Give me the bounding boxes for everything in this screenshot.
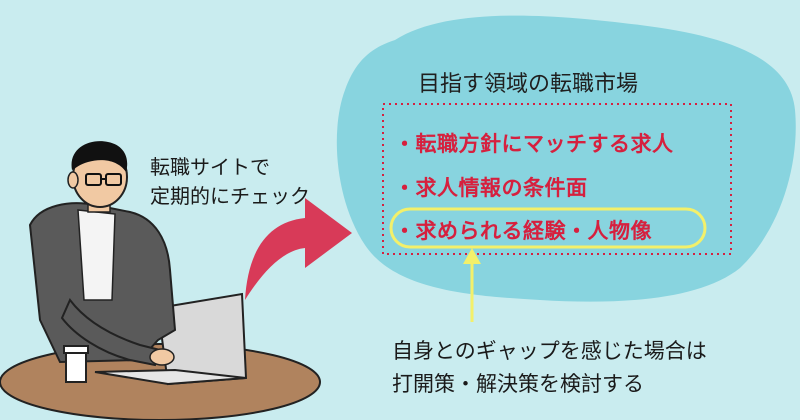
curved-arrow-icon xyxy=(245,198,352,300)
checklist-item-highlighted: ・求められる経験・人物像 xyxy=(394,219,652,243)
checklist-item: ・転職方針にマッチする求人 xyxy=(394,132,674,156)
bottom-note-line-2: 打開策・解決策を検討する xyxy=(392,372,644,396)
highlight-oval xyxy=(389,207,707,249)
left-note-line-2: 定期的にチェック xyxy=(150,184,310,208)
coffee-cup-icon xyxy=(63,345,89,383)
person-at-laptop-illustration xyxy=(28,141,177,367)
bottom-note-line-1: 自身とのギャップを感じた場合は xyxy=(392,339,707,363)
left-note-line-1: 転職サイトで xyxy=(150,155,270,179)
dotted-border-box xyxy=(382,103,732,255)
pointer-arrow-head xyxy=(463,248,481,264)
laptop-base xyxy=(94,368,247,386)
market-title: 目指す領域の転職市場 xyxy=(418,72,639,97)
cloud-shape xyxy=(336,15,796,302)
checklist-item: ・求人情報の条件面 xyxy=(394,176,588,200)
